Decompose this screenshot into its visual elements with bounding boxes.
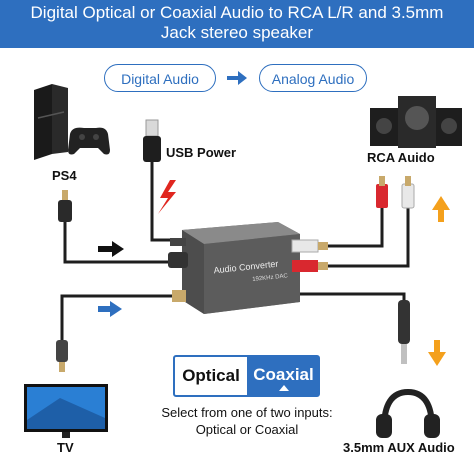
power-bolt-icon	[158, 180, 176, 214]
header-banner: Digital Optical or Coaxial Audio to RCA …	[0, 0, 474, 48]
coaxial-option-label: Coaxial	[253, 365, 314, 384]
arrow-right-icon	[225, 68, 249, 88]
tv-icon	[24, 384, 108, 438]
speaker-icon	[370, 96, 462, 148]
coaxial-option: Coaxial	[249, 357, 318, 395]
input-selector: Optical Coaxial	[173, 355, 320, 397]
usb-plug-icon	[143, 119, 161, 162]
output-arrow-up-icon	[432, 196, 450, 222]
ps4-label: PS4	[52, 168, 77, 183]
aux-label: 3.5mm AUX Audio	[343, 440, 455, 455]
digital-audio-pill: Digital Audio	[104, 64, 216, 92]
headphones-icon	[376, 388, 440, 438]
rca-plugs-icon	[291, 239, 328, 272]
controller-icon	[68, 127, 110, 155]
ps4-console-icon	[34, 84, 68, 160]
caret-up-icon	[279, 385, 289, 391]
coax-plug-icon	[56, 340, 68, 372]
rca-label: RCA Auido	[367, 150, 435, 165]
analog-audio-pill: Analog Audio	[259, 64, 367, 92]
header-title-line1: Digital Optical or Coaxial Audio to RCA …	[30, 3, 444, 22]
coax-arrow-icon	[98, 301, 122, 317]
optical-port-icon	[168, 252, 188, 268]
input-arrow-icon	[98, 241, 124, 257]
coaxial-port-icon	[172, 290, 186, 302]
optical-plug-icon	[58, 190, 72, 222]
caption-line1: Select from one of two inputs:	[161, 405, 333, 420]
usb-power-label: USB Power	[166, 145, 237, 160]
tv-label: TV	[57, 440, 74, 455]
converter-box	[182, 222, 300, 314]
header-title-line2: Jack stereo speaker	[160, 23, 314, 42]
optical-option: Optical	[182, 366, 240, 385]
caption-line2: Optical or Coaxial	[195, 422, 299, 437]
aux-plug-icon	[398, 300, 410, 364]
output-arrow-down-icon	[428, 340, 446, 366]
